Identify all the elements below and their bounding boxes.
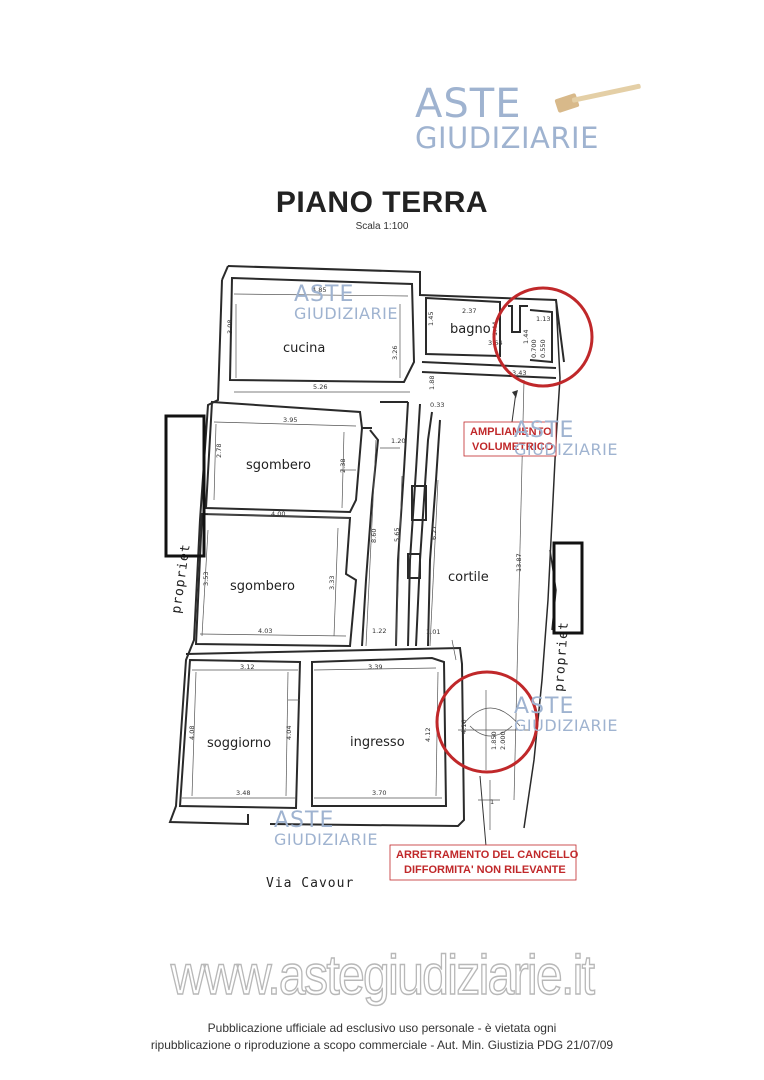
dim-label: 4.08	[188, 726, 196, 740]
aste-giudiziarie-watermark-2: ASTE GIUDIZIARIE	[514, 420, 618, 458]
dim-label: 4.03	[258, 627, 272, 635]
annotation-pointer	[479, 775, 487, 847]
logo-line2: GIUDIZIARIE	[415, 121, 599, 155]
dim-label: 3.33	[328, 576, 336, 590]
watermark-line1: ASTE	[294, 282, 355, 307]
annotation-arretramento-line2: DIFFORMITA' NON RILEVANTE	[404, 864, 566, 876]
watermark-line1: ASTE	[274, 808, 335, 833]
watermark-line2: GIUDIZIARIE	[294, 304, 398, 323]
aste-giudiziarie-watermark-1: ASTE GIUDIZIARIE	[294, 284, 398, 322]
dim-label: 0.550	[539, 339, 547, 358]
dim-label: 3.95	[283, 416, 297, 424]
aste-giudiziarie-logo-top: ASTE GIUDIZIARIE	[415, 84, 599, 153]
annotation-ampliamento-line2: VOLUMETRICO	[472, 441, 554, 453]
page-title: PIANO TERRA	[275, 186, 489, 219]
dim-label: 2.37	[462, 307, 476, 315]
dim-label: 4.04	[285, 726, 293, 740]
footer-notice-line2: ripubblicazione o riproduzione a scopo c…	[150, 1038, 614, 1052]
dimension-labels: 4.85 3.08 3.26 5.26 2.37 1.45 1.44 1.13 …	[188, 286, 550, 806]
dim-label: 1.44	[522, 330, 530, 344]
scale-label: Scala 1:100	[355, 221, 409, 232]
floor-plan: cucina bagno sgombero sgombero cortile s…	[164, 265, 594, 891]
annotation-circle-cancello	[435, 670, 539, 774]
watermark-line1: ASTE	[514, 694, 575, 719]
dim-label: 0.700	[530, 339, 538, 358]
dim-label: 3.53	[202, 572, 210, 586]
room-label-cucina: cucina	[283, 341, 325, 356]
dim-label: 4.85	[312, 286, 326, 294]
room-label-cortile: cortile	[448, 570, 489, 585]
walls	[168, 265, 565, 829]
annotation-box-cancello	[389, 844, 577, 881]
room-label-sgombero-2: sgombero	[230, 579, 295, 594]
dim-label: 2.000	[499, 731, 507, 750]
dim-label: 5.26	[313, 383, 327, 391]
site-url-watermark: www.astegiudiziarie.it	[170, 942, 596, 1007]
dim-label: 4.12	[424, 728, 432, 742]
dim-label: 1.45	[427, 312, 435, 326]
property-label-left: propriet	[169, 543, 194, 615]
dim-label: 3.43	[512, 369, 526, 377]
room-label-sgombero-1: sgombero	[246, 458, 311, 473]
dim-label: 5.65	[393, 528, 401, 542]
room-label-ingresso: ingresso	[350, 735, 405, 750]
dim-label: 1.88	[428, 376, 436, 390]
dim-label: 2.38	[339, 459, 347, 473]
dim-label: 3.26	[391, 346, 399, 360]
annotation-ampliamento-line1: AMPLIAMENTO	[470, 426, 552, 438]
watermark-line2: GIUDIZIARIE	[274, 830, 378, 849]
watermark-line2: GIUDIZIARIE	[514, 440, 618, 459]
dim-label: 4.16	[460, 720, 468, 734]
annotation-box-ampliamento	[463, 421, 557, 457]
dim-label: 6.27	[430, 526, 438, 540]
watermark-line1: ASTE	[514, 418, 575, 443]
dim-label: 1	[490, 798, 494, 806]
dim-label: 0.33	[430, 401, 444, 409]
dim-label: 1.01	[426, 628, 440, 636]
annotation-arretramento-line1: ARRETRAMENTO DEL CANCELLO	[396, 849, 579, 861]
property-label-right: propriet	[552, 621, 572, 692]
aste-giudiziarie-watermark-3: ASTE GIUDIZIARIE	[514, 696, 618, 734]
dim-label: 1.20	[391, 437, 405, 445]
dim-label: 3.12	[240, 663, 254, 671]
annotation-pointer	[511, 391, 517, 423]
dim-label: 3.48	[236, 789, 250, 797]
dim-label: 3.08	[226, 320, 234, 334]
gavel-icon	[554, 83, 641, 113]
annotation-circle-ampliamento	[492, 286, 594, 388]
dim-label: 1.22	[372, 627, 386, 635]
dim-label: 8.60	[370, 529, 378, 543]
redaction-box-right	[552, 541, 584, 635]
street-label: Via Cavour	[266, 876, 354, 891]
dim-label: 3.39	[368, 663, 382, 671]
dim-label: 1.850	[490, 731, 498, 750]
dim-label: 1.13	[536, 315, 550, 323]
room-label-soggiorno: soggiorno	[207, 736, 271, 751]
dim-label: 4.00	[271, 510, 285, 518]
redaction-box-left	[164, 414, 206, 558]
dim-label: 13.87	[515, 553, 523, 572]
logo-line1: ASTE	[415, 81, 522, 127]
arrow-icon	[512, 390, 518, 398]
footer-notice-line1: Pubblicazione ufficiale ad esclusivo uso…	[207, 1021, 557, 1035]
dim-label: 3.70	[372, 789, 386, 797]
room-label-bagno: bagno	[450, 322, 491, 337]
watermark-line2: GIUDIZIARIE	[514, 716, 618, 735]
aste-giudiziarie-watermark-4: ASTE GIUDIZIARIE	[274, 810, 378, 848]
dim-label: 2.78	[215, 444, 223, 458]
dimension-lines	[182, 293, 530, 830]
